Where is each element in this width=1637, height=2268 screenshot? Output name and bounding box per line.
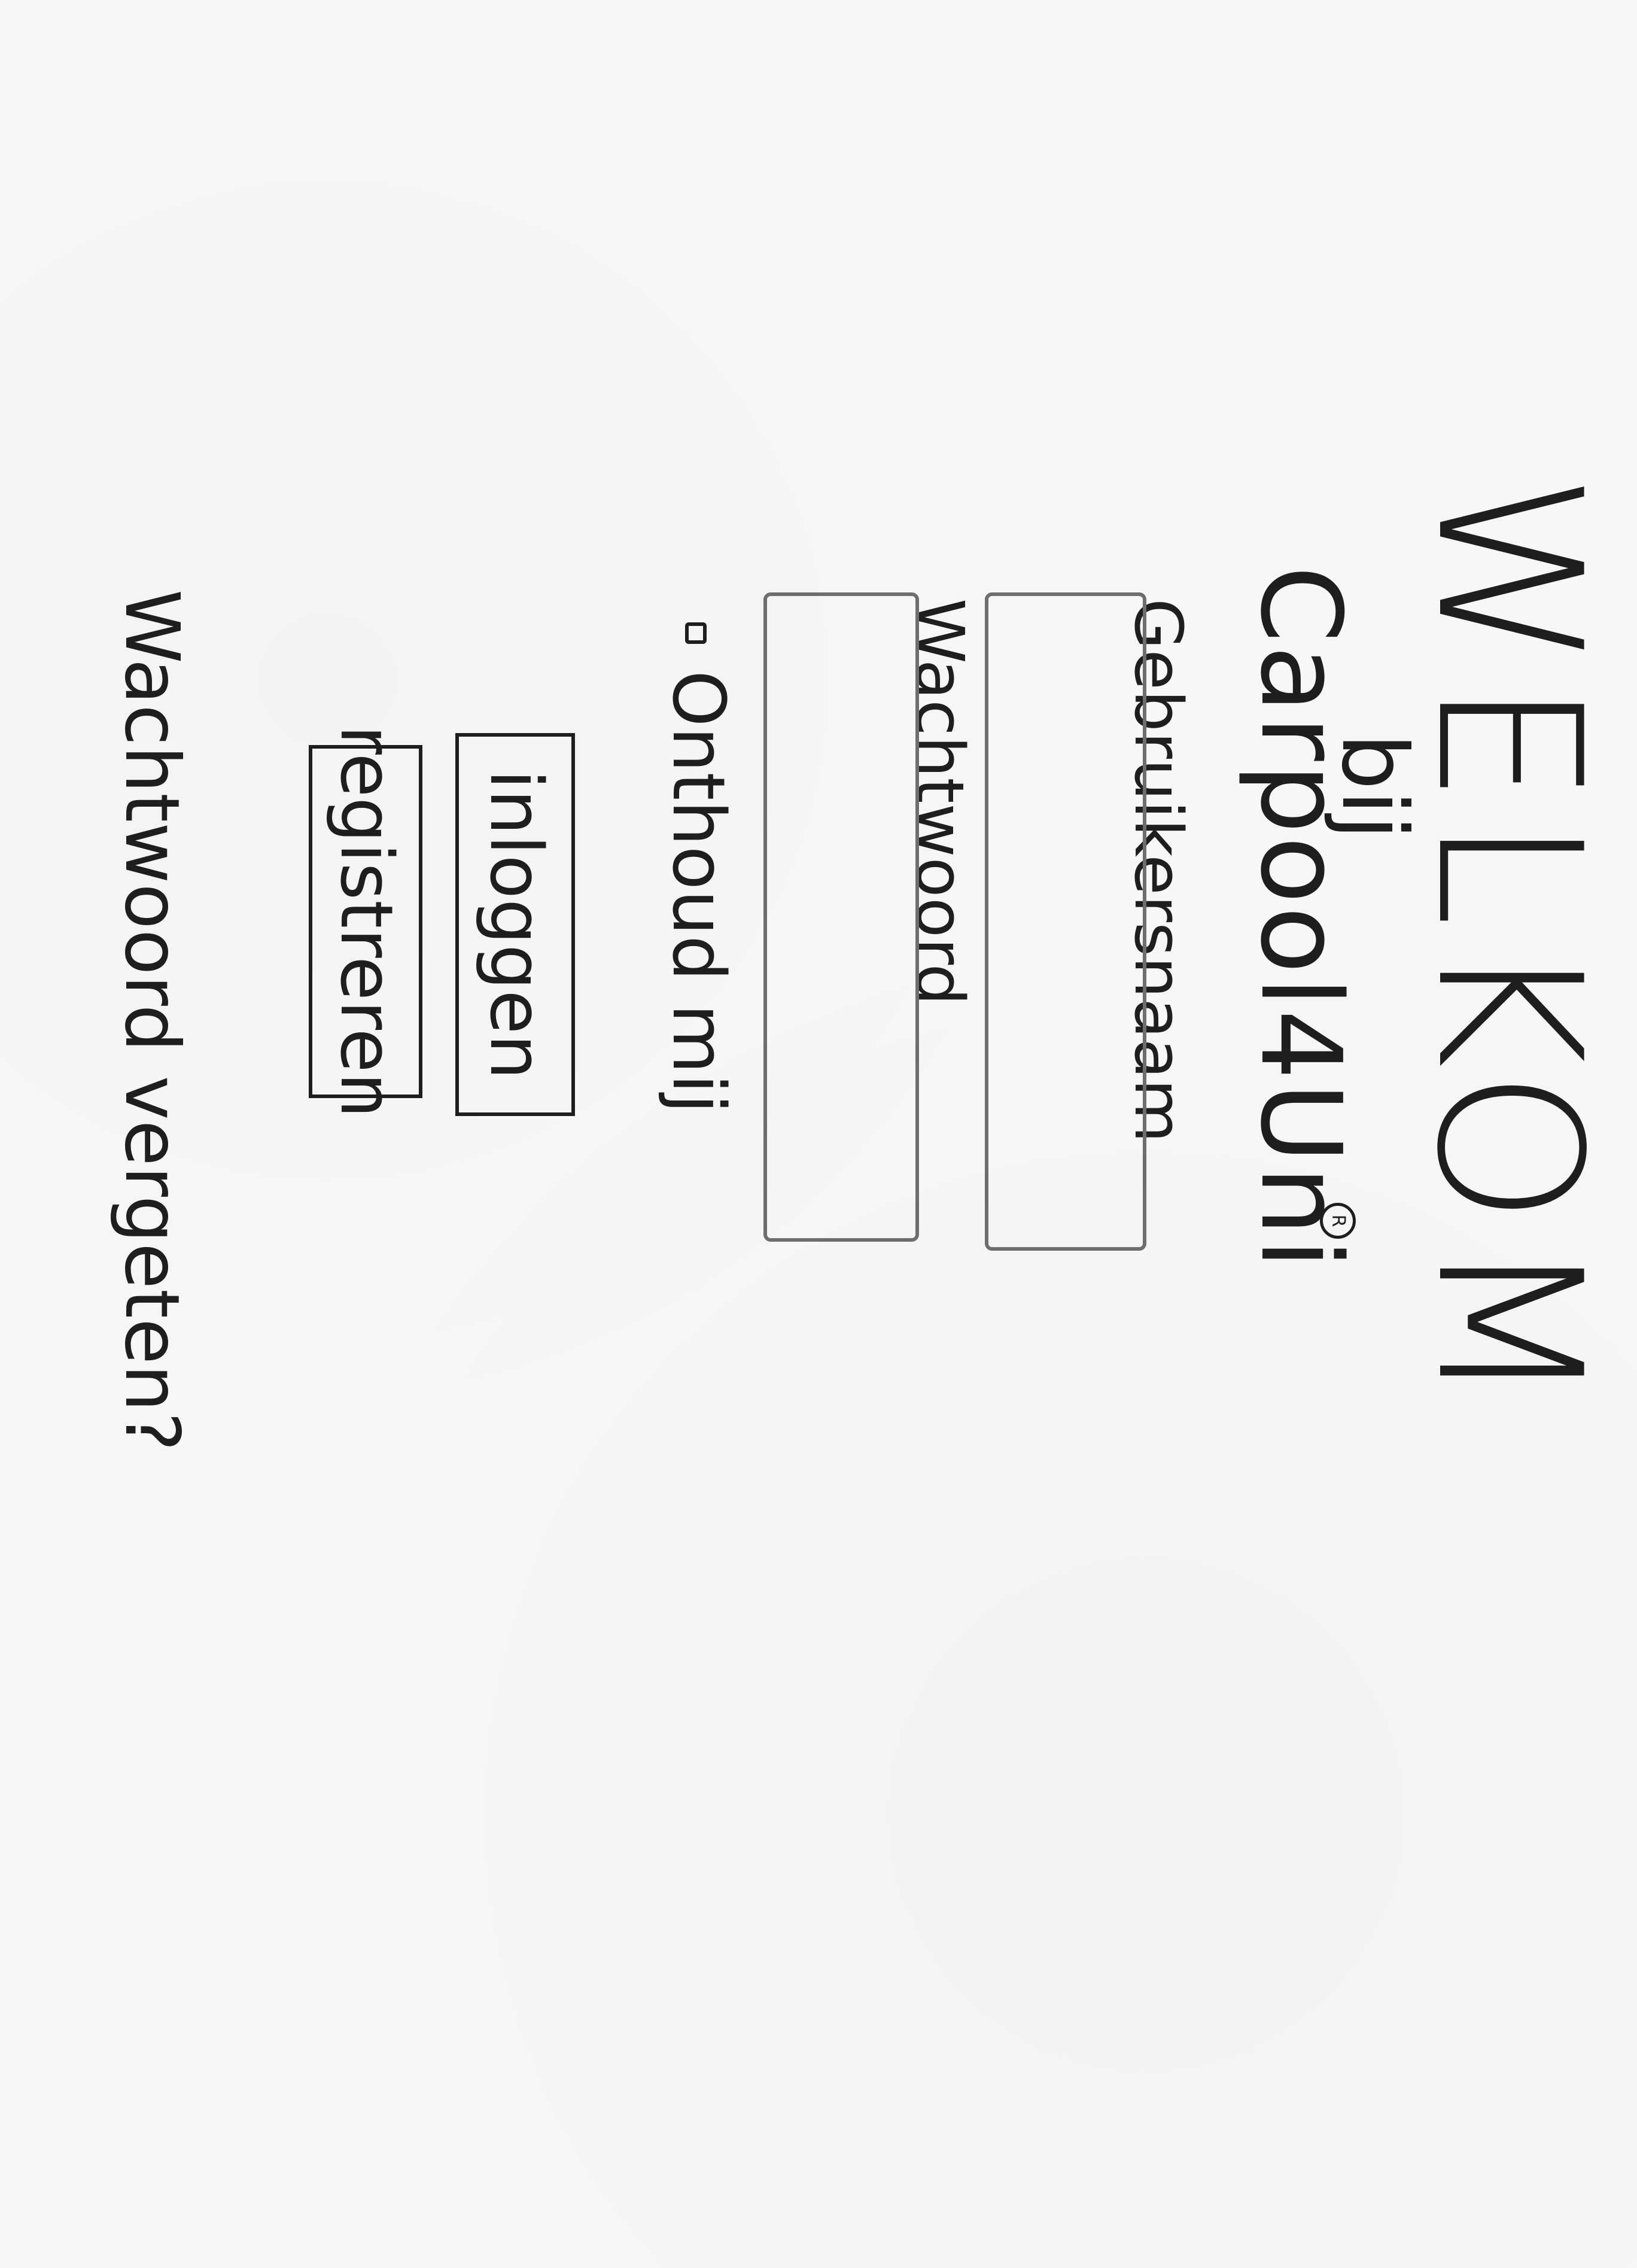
- login-button[interactable]: inloggen: [455, 733, 575, 1116]
- username-field[interactable]: [985, 592, 1146, 1251]
- forgot-password-link[interactable]: Wachtwoord vergeten?: [108, 589, 195, 1452]
- register-button[interactable]: registreren: [309, 725, 422, 1118]
- app-name: Carpool4Uni: [1236, 566, 1365, 1272]
- register-button-label: registreren: [324, 725, 407, 1118]
- welcome-heading: WELKOM: [1393, 473, 1623, 1419]
- login-button-label: inloggen: [474, 769, 557, 1080]
- remember-me-label[interactable]: Onthoud mij: [656, 670, 740, 1114]
- password-field[interactable]: [763, 592, 919, 1242]
- remember-me-checkbox[interactable]: [685, 622, 707, 644]
- registered-trademark-icon: R: [1320, 1203, 1356, 1239]
